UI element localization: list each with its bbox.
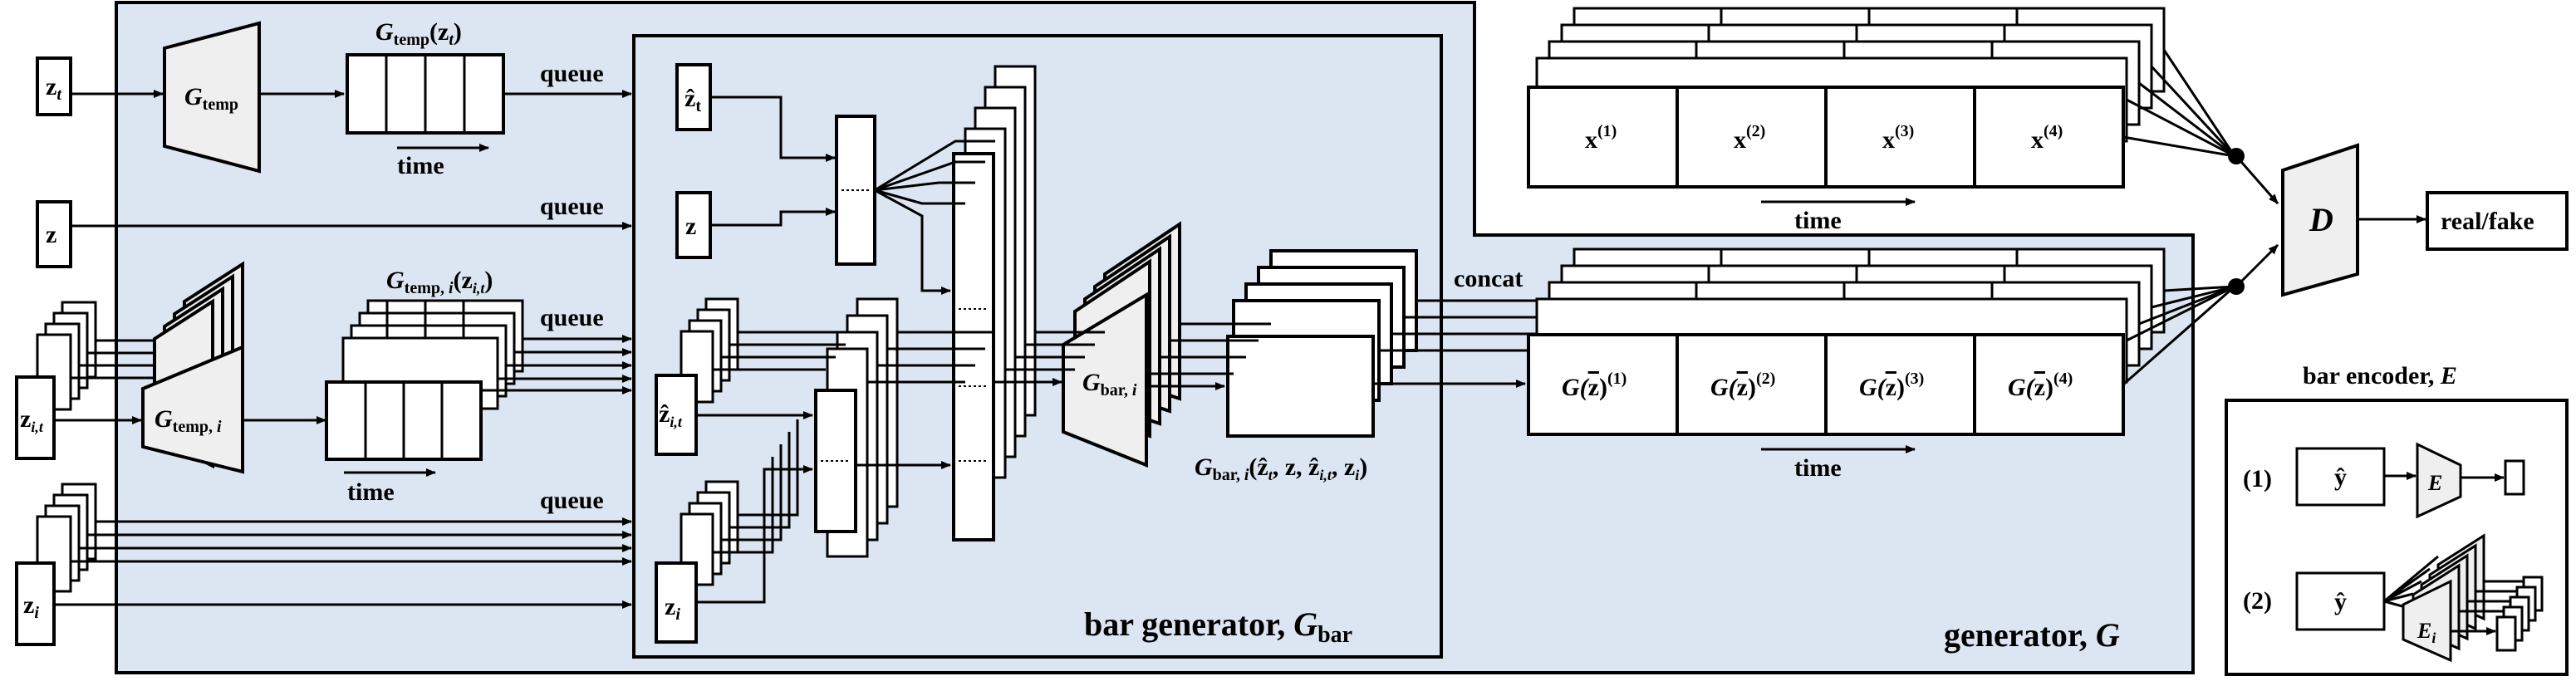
generated-cell-4: G(z)(4) bbox=[2008, 370, 2073, 401]
bar-zhat-t-label: ẑt bbox=[684, 85, 701, 115]
g-temp-time-label: time bbox=[397, 152, 444, 179]
g-temp-queue bbox=[346, 53, 505, 135]
g-bar-i-stack bbox=[1062, 221, 1181, 468]
real-cell-2: x(2) bbox=[1734, 122, 1765, 154]
bar-encoder-row2-enc-label: Ei bbox=[2417, 619, 2436, 646]
g-temp-queue-title: Gtemp(zt) bbox=[375, 18, 462, 49]
bar-encoder-row1-num: (1) bbox=[2243, 465, 2272, 492]
g-temp-i-queue-title: Gtemp, i(zi,t) bbox=[386, 267, 493, 297]
real-cell-3: x(3) bbox=[1882, 122, 1914, 154]
generator-title: generator, G bbox=[1944, 616, 2120, 654]
real-time-label: time bbox=[1794, 207, 1842, 234]
generated-cell-2: G(z)(2) bbox=[1710, 370, 1775, 401]
queue-label-1: queue bbox=[540, 60, 604, 87]
queue-label-2: queue bbox=[540, 193, 604, 220]
bar-encoder-row2-enc-stack bbox=[2402, 533, 2485, 663]
queue-label-4: queue bbox=[540, 487, 604, 514]
bar-encoder-row1-enc-label: E bbox=[2427, 471, 2442, 495]
generated-cell-1: G(z)(1) bbox=[1562, 370, 1627, 401]
bar-encoder-row2-out-arrows bbox=[2451, 580, 2524, 635]
bar-encoder-row1-enc bbox=[2416, 442, 2462, 519]
bar-zhat-t-box bbox=[675, 63, 712, 131]
g-temp-i-queue-arrows bbox=[481, 335, 632, 394]
discriminator-block bbox=[2281, 143, 2359, 297]
bar-zhat-it-label: ẑi,t bbox=[659, 400, 683, 430]
real-cell-4: x(4) bbox=[2031, 122, 2063, 154]
input-z-box bbox=[36, 200, 72, 268]
input-zt-label: zt bbox=[46, 73, 62, 104]
zi-queue-arrows bbox=[54, 517, 632, 609]
g-temp-block bbox=[163, 21, 261, 174]
concat-label: concat bbox=[1454, 265, 1523, 292]
bar-encoder-row2-outputs bbox=[2495, 576, 2544, 652]
input-zi-stack bbox=[15, 483, 97, 646]
bar-encoder-row1-output bbox=[2504, 459, 2525, 496]
g-bar-output-stack bbox=[1226, 249, 1418, 438]
bar-encoder-row2-input bbox=[2295, 571, 2386, 631]
input-zt-box bbox=[36, 56, 72, 116]
discriminator-label: D bbox=[2309, 201, 2333, 238]
bar-concat-track-vectors bbox=[814, 297, 899, 558]
generated-to-d-lines bbox=[2122, 285, 2235, 386]
bar-z-box bbox=[675, 191, 712, 259]
bar-generator-title: bar generator, Gbar bbox=[1084, 605, 1352, 648]
generated-time-label: time bbox=[1794, 454, 1842, 482]
input-zi-label: zi bbox=[23, 591, 39, 622]
bar-zi-label: zi bbox=[665, 593, 680, 624]
real-fake-box bbox=[2426, 191, 2569, 251]
concat-to-g-bar-arrows bbox=[994, 331, 1105, 386]
g-bar-i-label: Gbar, i bbox=[1082, 369, 1137, 399]
input-zit-label: zi,t bbox=[20, 405, 44, 435]
g-temp-i-stack bbox=[141, 261, 244, 474]
bar-encoder-row1-input-label: ŷ bbox=[2334, 463, 2347, 491]
queue-label-3: queue bbox=[540, 304, 604, 331]
input-z-label: z bbox=[46, 221, 56, 248]
g-temp-label: Gtemp bbox=[184, 83, 238, 114]
generated-sequence-stack bbox=[1527, 247, 2166, 436]
real-sequence-stack bbox=[1527, 7, 2166, 189]
bar-shared-fanout bbox=[856, 140, 995, 469]
bar-z-label: z bbox=[685, 213, 696, 240]
g-bar-to-output-arrows bbox=[1146, 322, 1271, 390]
bar-encoder-row2-input-label: ŷ bbox=[2334, 588, 2347, 615]
g-bar-output-caption: Gbar, i(ẑt, z, ẑi,t, zi) bbox=[1195, 453, 1367, 484]
bar-full-concat-vectors bbox=[952, 65, 1037, 541]
bar-encoder-row2-num: (2) bbox=[2243, 587, 2272, 615]
real-to-d-lines bbox=[2122, 49, 2236, 158]
real-fake-label: real/fake bbox=[2441, 208, 2534, 235]
g-temp-i-queues bbox=[325, 299, 524, 461]
g-temp-i-time-label: time bbox=[347, 478, 395, 506]
generated-cell-3: G(z)(3) bbox=[1859, 370, 1924, 401]
input-zit-stack bbox=[15, 301, 97, 460]
bar-track-wiring bbox=[696, 331, 856, 604]
real-cell-1: x(1) bbox=[1585, 122, 1617, 154]
bar-encoder-row2-fanout bbox=[2383, 555, 2439, 608]
bar-encoder-title: bar encoder, E bbox=[2303, 362, 2457, 390]
g-temp-i-label: Gtemp, i bbox=[155, 405, 222, 436]
